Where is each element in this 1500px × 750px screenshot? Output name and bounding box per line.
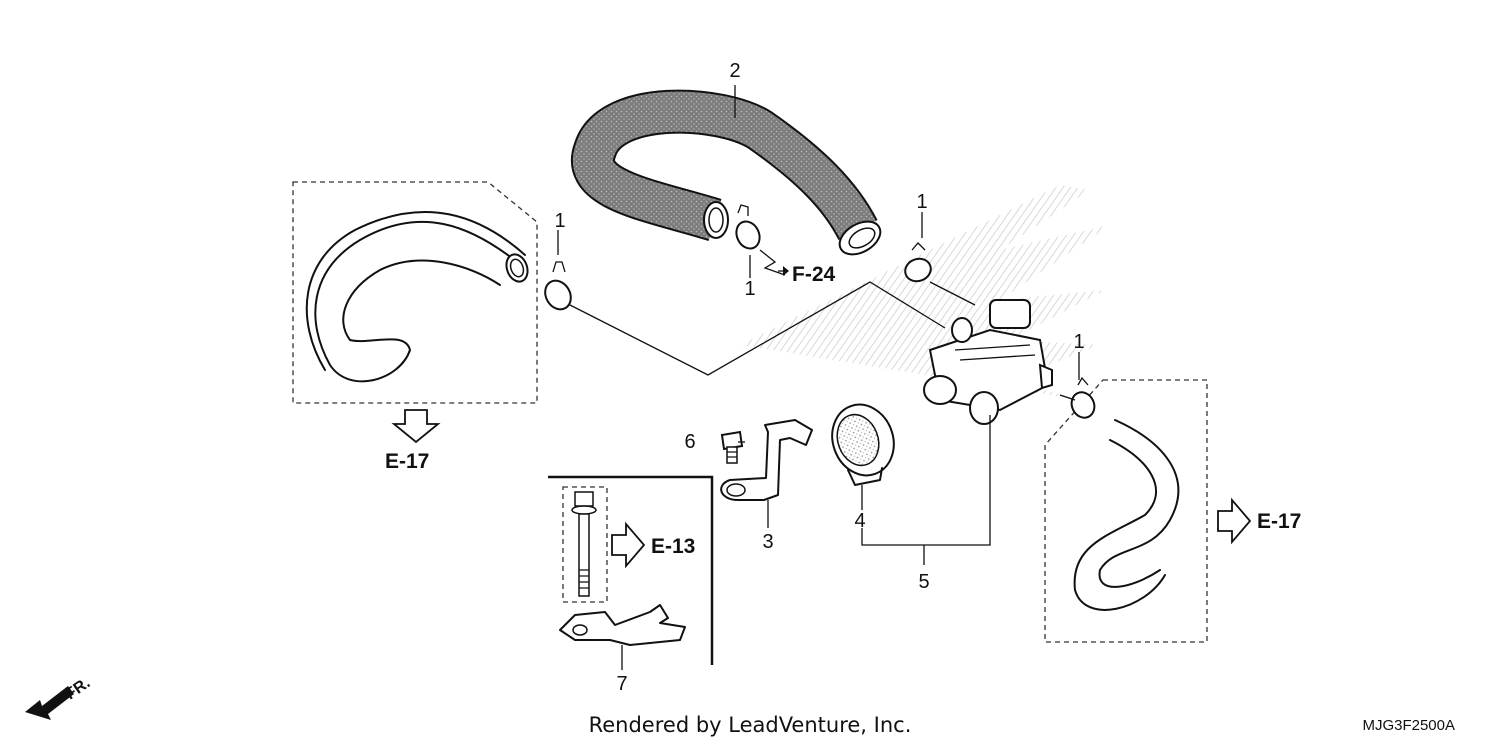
arrow-e17-right: [1217, 497, 1252, 545]
bolt-6[interactable]: [720, 430, 744, 464]
clamp-right[interactable]: [1068, 376, 1099, 421]
front-direction-arrow: [25, 686, 74, 720]
rubber-band-4[interactable]: [822, 396, 903, 486]
inset-panel: [548, 475, 714, 665]
callout-1-left: 1: [554, 210, 565, 232]
clamp-left[interactable]: [540, 261, 576, 314]
callout-1-top: 1: [916, 191, 927, 213]
right-hose-group: [1044, 379, 1208, 643]
long-bolt[interactable]: [571, 491, 597, 597]
rendered-by-credit: Rendered by LeadVenture, Inc.: [589, 713, 912, 737]
ref-e17-right[interactable]: E-17: [1257, 510, 1301, 533]
clamp-top[interactable]: [902, 242, 934, 285]
bracket-7[interactable]: [559, 604, 686, 646]
callout-5: 5: [918, 571, 929, 593]
diagram-code: MJG3F2500A: [1362, 717, 1455, 734]
hose-2[interactable]: [571, 89, 886, 262]
callout-4: 4: [854, 510, 865, 532]
leader-lines: [557, 85, 1080, 670]
arrow-e17-left: [391, 409, 441, 444]
ref-f24[interactable]: F-24: [792, 263, 836, 286]
callout-1-mid: 1: [744, 278, 755, 300]
callout-1-right: 1: [1073, 331, 1084, 353]
callout-3: 3: [762, 531, 773, 553]
arrow-e13: [611, 521, 646, 569]
ref-e13[interactable]: E-13: [651, 535, 695, 558]
air-injection-valve[interactable]: [923, 299, 1053, 425]
ref-e17-left[interactable]: E-17: [385, 450, 429, 473]
callout-7: 7: [616, 673, 627, 695]
bracket-3[interactable]: [720, 419, 813, 501]
watermark-wing: [740, 185, 1110, 400]
callout-6: 6: [684, 431, 695, 453]
arrow-f24: [778, 266, 789, 276]
clamp-mid[interactable]: [732, 204, 764, 252]
left-hose-group: [292, 181, 538, 404]
callout-2: 2: [729, 60, 740, 82]
